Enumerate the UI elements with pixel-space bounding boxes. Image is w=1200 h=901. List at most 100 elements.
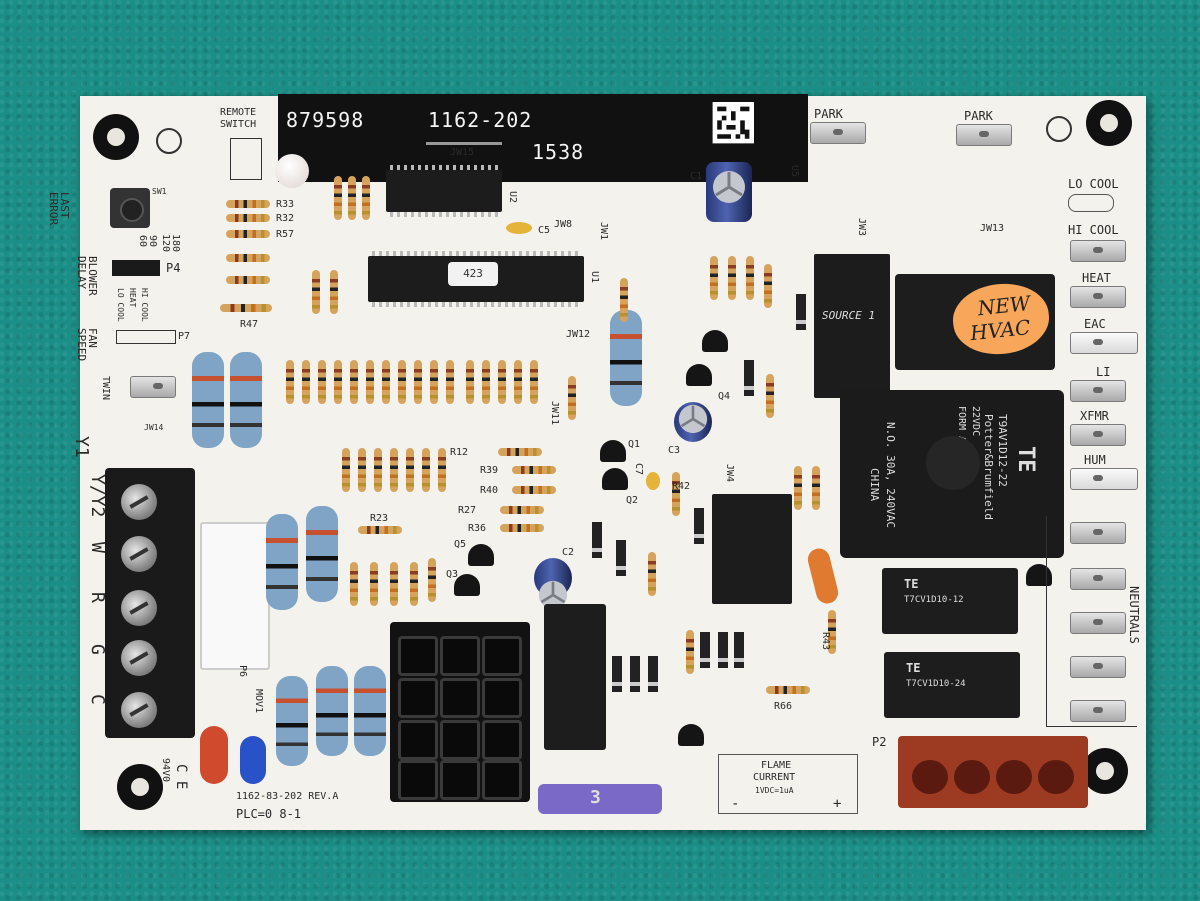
resistor <box>312 270 320 314</box>
r23-label: R23 <box>370 513 389 524</box>
resistor <box>414 360 422 404</box>
neutral-terminal[interactable] <box>1070 522 1126 544</box>
flame-minus: - <box>731 796 740 812</box>
li-terminal[interactable] <box>1070 380 1126 402</box>
p2-connector[interactable] <box>898 736 1088 808</box>
transistor <box>468 544 494 566</box>
xfmr-terminal[interactable] <box>1070 424 1126 446</box>
socket-pin <box>482 760 522 800</box>
p4-label: P4 <box>166 261 181 275</box>
transistor <box>702 330 728 352</box>
blower-delay-jumper[interactable] <box>112 260 160 276</box>
ce-mark: C E <box>173 764 189 790</box>
resistor <box>358 448 366 492</box>
r40-label: R40 <box>480 485 499 496</box>
led <box>275 154 309 188</box>
date-code: 1538 <box>532 140 585 164</box>
hi-cool-terminal[interactable] <box>1070 240 1126 262</box>
resistor <box>728 256 736 300</box>
resistor <box>358 526 402 534</box>
resistor <box>710 256 718 300</box>
resistor <box>374 448 382 492</box>
resistor <box>422 448 430 492</box>
q3-label: Q3 <box>446 569 459 580</box>
r42-label: R42 <box>672 481 691 492</box>
lo-cool-terminal[interactable] <box>1068 194 1114 212</box>
r12-label: R12 <box>450 447 469 458</box>
r32-label: R32 <box>276 213 295 224</box>
resistor <box>226 200 270 208</box>
delay-90: 90 <box>147 234 159 248</box>
socket-pin <box>440 678 480 718</box>
terminal-c-label: C <box>87 694 108 705</box>
li-label: LI <box>1096 365 1111 379</box>
resistor <box>430 360 438 404</box>
c3-label: C3 <box>668 445 681 456</box>
jw3-label: JW3 <box>856 217 868 237</box>
heat-relay-brand: TE <box>904 577 919 591</box>
power-resistor <box>276 676 308 766</box>
resistor <box>514 360 522 404</box>
p2-pin <box>1038 760 1074 794</box>
jw15-wire <box>426 142 502 145</box>
jw15-label: JW15 <box>450 147 475 158</box>
mov1-label: MOV1 <box>253 688 265 714</box>
screw-r[interactable] <box>121 590 157 626</box>
delay-180: 180 <box>170 233 182 253</box>
screw-c[interactable] <box>121 692 157 728</box>
socket-pin <box>440 760 480 800</box>
resistor <box>446 360 454 404</box>
neutral-terminal[interactable] <box>1070 700 1126 722</box>
main-harness-socket[interactable] <box>390 622 530 802</box>
screw-g[interactable] <box>121 640 157 676</box>
park-terminal-2[interactable] <box>956 124 1012 146</box>
sticker-line-2: HVAC <box>969 315 1032 346</box>
capacitor-top-c3 <box>678 404 708 434</box>
park-terminal-1[interactable] <box>810 122 866 144</box>
ceramic-capacitor <box>240 736 266 784</box>
fan-speed-header <box>116 330 176 344</box>
terminal-w-label: W <box>87 542 108 553</box>
diode <box>718 632 728 668</box>
resistor <box>500 524 544 532</box>
screw-y2[interactable] <box>121 484 157 520</box>
jw11-label: JW11 <box>549 400 561 426</box>
resistor <box>362 176 370 220</box>
twin-terminal[interactable] <box>130 376 176 398</box>
transistor <box>686 364 712 386</box>
ceramic-capacitor-c7 <box>646 472 660 490</box>
socket-pin <box>398 720 438 760</box>
mounting-hole-top-right <box>1086 100 1132 146</box>
resistor <box>512 466 556 474</box>
neutral-terminal[interactable] <box>1070 568 1126 590</box>
delay-60: 60 <box>137 234 149 248</box>
socket-pin <box>398 636 438 676</box>
q4-label: Q4 <box>718 391 731 402</box>
mounting-hole-bottom-right <box>1082 748 1128 794</box>
blower-delay-label: BLOWER DELAY <box>75 256 99 296</box>
heat-relay: TE T7CV1D10-12 <box>882 568 1018 634</box>
resistor <box>482 360 490 404</box>
resistor <box>226 230 270 238</box>
heat-terminal[interactable] <box>1070 286 1126 308</box>
u2-label: U2 <box>507 190 519 204</box>
last-error-button[interactable] <box>110 188 150 228</box>
power-resistor <box>230 352 262 448</box>
fuse[interactable]: 3 <box>538 784 662 814</box>
datamatrix-code <box>708 102 754 148</box>
screw-w[interactable] <box>121 536 157 572</box>
eac-terminal[interactable] <box>1070 332 1138 354</box>
p2-pin <box>996 760 1032 794</box>
diode <box>700 632 710 668</box>
hum-terminal[interactable] <box>1070 468 1138 490</box>
fuse-rating: 3 <box>590 787 601 808</box>
circuit-board: 879598 1162-202 1538 REMOTE SWITCH SW1 L… <box>47 94 1146 830</box>
neutral-terminal[interactable] <box>1070 612 1126 634</box>
resistor <box>686 630 694 674</box>
socket-pin <box>482 636 522 676</box>
resistor <box>390 448 398 492</box>
p6-connector[interactable] <box>200 522 270 670</box>
resistor <box>766 374 774 418</box>
jw4-label: JW4 <box>724 463 736 483</box>
neutral-terminal[interactable] <box>1070 656 1126 678</box>
